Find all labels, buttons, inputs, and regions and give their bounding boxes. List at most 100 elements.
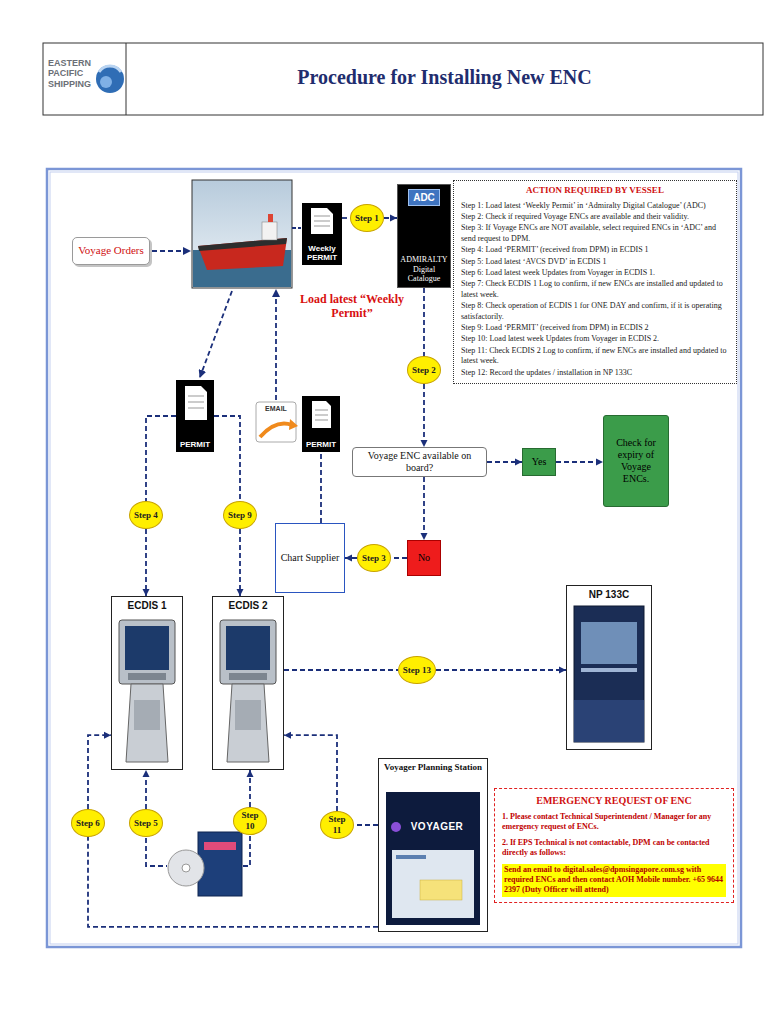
publication-cover (574, 606, 644, 742)
console-pedestal (126, 684, 168, 762)
node-text: Voyage ENC available on board? (357, 450, 482, 474)
publication-box: NP 133C (566, 585, 652, 750)
node-text: Step 13 (402, 665, 432, 676)
icon-label: EMAIL (256, 405, 296, 412)
arrow-head (237, 589, 244, 596)
console-keys (229, 673, 267, 680)
connector-line (436, 669, 566, 671)
connector (342, 218, 350, 219)
answer-box: No (407, 540, 441, 576)
step-badge: Step 3 (357, 544, 391, 572)
ecdis-console (119, 620, 175, 762)
node-text: Step 5 (133, 818, 159, 829)
dvd-case (198, 832, 242, 896)
connector (421, 477, 428, 540)
diagram-title: Procedure for Installing New ENC (126, 66, 763, 89)
connector (247, 770, 254, 807)
node-text: Step 8: Check operation of ECDIS 1 for O… (461, 301, 729, 322)
node-text: PERMIT (177, 440, 213, 449)
company-logo-text: EASTERN PACIFIC SHIPPING (48, 58, 94, 89)
arrow-head (559, 667, 566, 674)
screenshot-note (420, 880, 462, 900)
node-text: Step 5: Load latest ‘AVCS DVD’ in ECDIS … (461, 257, 729, 267)
node-text: EMERGENCY REQUEST OF ENC (502, 794, 726, 807)
header-table (43, 43, 763, 115)
console-screen (125, 626, 169, 670)
input-box: Voyage Orders (72, 237, 150, 265)
document-icon (302, 203, 342, 265)
ship-funnel (268, 214, 273, 222)
flow-line (243, 836, 250, 866)
node-text: 2. If EPS Technical is not contactable, … (502, 838, 726, 859)
screenshot-bar (396, 855, 426, 859)
connector (354, 825, 378, 826)
logo-swoosh (99, 66, 121, 72)
step-badge: Step 1 (350, 204, 384, 232)
step-badge: Step 2 (407, 356, 441, 384)
flow-line (292, 227, 301, 229)
node-text: Step 12: Record the updates / installati… (461, 368, 729, 378)
arrow-head (104, 732, 111, 739)
flow-line (275, 290, 277, 400)
connector-line (423, 384, 425, 447)
step-badge: Step 11 (320, 811, 354, 839)
console-housing (220, 620, 276, 684)
page-icon (312, 401, 331, 428)
arrow-head (247, 770, 254, 777)
software-box: ADCADMIRALTY Digital Catalogue (397, 184, 451, 288)
node-text: Step 3: If Voyage ENCs are NOT available… (461, 223, 729, 244)
node-text: 1. Please contact Technical Superintende… (502, 812, 726, 833)
arrow-head (421, 533, 428, 540)
arrow-head (515, 459, 522, 466)
connector-line (146, 416, 176, 501)
node-text: Step 10 (237, 810, 263, 832)
connector-line (214, 416, 240, 501)
node-text: ACTION REQUIRED BY VESSEL (461, 185, 729, 197)
connector-line (354, 824, 378, 826)
connector-line (342, 217, 350, 219)
page-icon (185, 386, 207, 420)
node-text: Step 9: Load ‘PERMIT’ (received from DPM… (461, 323, 729, 333)
node-text: ECDIS 2 (216, 600, 280, 611)
console-panel (235, 700, 261, 730)
permit-document: Weekly PERMIT (302, 203, 342, 265)
planning-station: Voyager Planning Station (378, 758, 488, 932)
node-text: Step 9 (227, 510, 253, 521)
step-badge: Step 10 (233, 807, 267, 835)
node-text: Send an email to digital.sales@dpmsingap… (502, 864, 726, 897)
software-logo-text: VOYAGER (403, 821, 471, 832)
voyager-screenshot (392, 850, 474, 918)
node-text: Step 11 (324, 814, 350, 836)
connector (214, 416, 240, 501)
node-text: Chart Supplier (279, 552, 341, 564)
ship-photo (192, 180, 292, 288)
connector-line (145, 529, 147, 596)
node-text: No (411, 552, 437, 564)
voyager-screen (386, 792, 480, 925)
connector (424, 288, 425, 356)
connector (321, 452, 322, 523)
instruction-label: Load latest “Weekly Permit” (298, 292, 406, 321)
connector (146, 416, 176, 501)
dvd-disc (168, 850, 204, 886)
connector (384, 215, 397, 222)
node-text: Step 1 (354, 213, 380, 224)
connector (391, 558, 407, 559)
header-divider (126, 43, 127, 115)
node-text: Yes (526, 456, 552, 468)
email-arrow (289, 419, 298, 430)
node-text: Step 6: Load latest week Updates from Vo… (461, 268, 729, 278)
connector-line (88, 735, 111, 809)
answer-box: Yes (522, 448, 556, 476)
logo-globe (96, 65, 124, 93)
step-badge: Step 5 (129, 809, 163, 837)
node-text: Step 6 (75, 818, 101, 829)
node-text: ECDIS 1 (115, 600, 179, 611)
node-text: Step 4 (133, 510, 159, 521)
console-pedestal (227, 684, 269, 762)
supplier-box: Chart Supplier (275, 523, 345, 593)
connector-line (391, 557, 407, 559)
node-text: Step 11: Check ECDIS 2 Log to confirm, i… (461, 346, 729, 367)
cover-base (574, 700, 644, 742)
